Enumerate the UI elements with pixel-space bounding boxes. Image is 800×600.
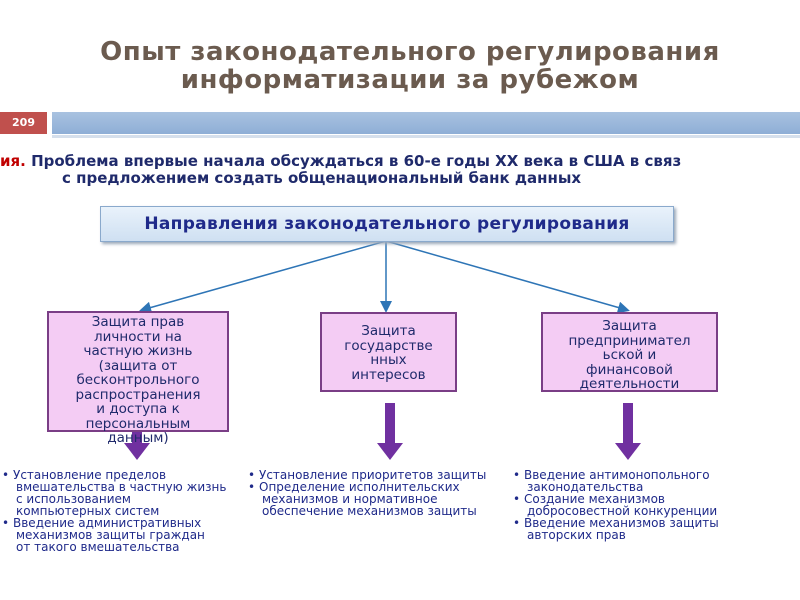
box-line: ьской и bbox=[602, 347, 657, 363]
bullet-icon: • bbox=[513, 516, 521, 530]
intro-line1: ия. Проблема впервые начала обсуждаться … bbox=[0, 153, 800, 170]
box-line: и доступа к bbox=[96, 401, 180, 417]
intro-highlight: ия. bbox=[0, 153, 26, 170]
header-bar-shadow bbox=[52, 135, 800, 138]
box-line: Защита bbox=[361, 323, 416, 339]
box-line: деятельности bbox=[579, 376, 680, 392]
bullet-list-personal-privacy: • Установление пределов вмешательства в … bbox=[0, 469, 226, 553]
header-bar bbox=[52, 112, 800, 134]
bullet-list-business-finance: • Введение антимонопольного законодатель… bbox=[511, 469, 719, 541]
intro-line1-text: Проблема впервые начала обсуждаться в 60… bbox=[25, 153, 682, 170]
bullet-icon: • bbox=[2, 516, 10, 530]
box-line: финансовой bbox=[586, 361, 673, 378]
bullet-icon: • bbox=[513, 468, 521, 482]
list-item: • Установление пределов вмешательства в … bbox=[2, 468, 227, 518]
branch-box-personal-privacy: Защита прав личности на частную жизнь (з… bbox=[47, 311, 229, 445]
slide-title-line1: Опыт законодательного регулирования bbox=[100, 37, 720, 67]
box-line: Защита прав bbox=[91, 314, 185, 330]
branch-box-business-finance: Защита предпринимател ьской и финансовой… bbox=[541, 312, 718, 392]
box-line: интересов bbox=[351, 366, 426, 383]
bullet-icon: • bbox=[2, 468, 10, 482]
bullet-icon: • bbox=[513, 492, 521, 506]
slide-title-line2: информатизации за рубежом bbox=[180, 65, 640, 95]
box-line: частную жизнь bbox=[83, 343, 193, 359]
box-line: персональным bbox=[85, 415, 191, 432]
box-line: данным) bbox=[107, 430, 169, 446]
slide-title: Опыт законодательного регулирования инфо… bbox=[40, 38, 780, 94]
branch-box-state-interests: Защита государстве нных интересов bbox=[320, 312, 457, 392]
list-item: • Введение административных механизмов з… bbox=[2, 516, 205, 554]
list-item: • Определение исполнительских механизмов… bbox=[248, 480, 477, 518]
down-arrow-center bbox=[377, 403, 403, 460]
list-item: • Введение механизмов защиты авторских п… bbox=[513, 516, 719, 542]
box-line: Защита bbox=[602, 318, 657, 334]
down-arrow-right bbox=[615, 403, 641, 460]
intro-line2: с предложением создать общенациональный … bbox=[62, 169, 582, 187]
list-item: • Введение антимонопольного законодатель… bbox=[513, 468, 710, 494]
box-line: распространения bbox=[75, 386, 201, 403]
box-line: нных bbox=[370, 352, 407, 368]
bullet-icon: • bbox=[248, 468, 256, 482]
bullet-list-state-interests: • Установление приоритетов защиты • Опре… bbox=[246, 469, 486, 517]
directions-heading-box: Направления законодательного регулирован… bbox=[100, 206, 674, 242]
box-line: бесконтрольного bbox=[76, 372, 200, 388]
bullet-icon: • bbox=[248, 480, 256, 494]
box-line: государстве bbox=[344, 337, 433, 354]
connector-left bbox=[139, 240, 387, 314]
box-line: предпринимател bbox=[568, 332, 691, 349]
connector-right bbox=[385, 240, 630, 314]
list-item: • Создание механизмов добросовестной кон… bbox=[513, 492, 718, 518]
box-line: личности на bbox=[94, 328, 182, 345]
slide-number: 209 bbox=[0, 112, 47, 134]
list-item: • Установление приоритетов защиты bbox=[248, 468, 487, 482]
box-line: (защита от bbox=[98, 357, 178, 374]
